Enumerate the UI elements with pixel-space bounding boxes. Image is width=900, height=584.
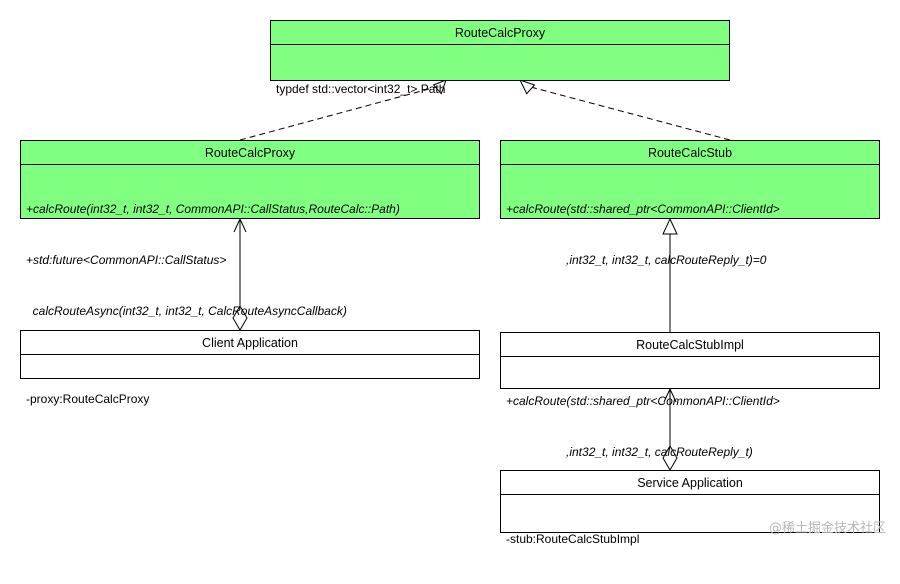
member-proxy: -proxy:RouteCalcProxy bbox=[26, 392, 150, 406]
hollow-triangle-arrowhead bbox=[432, 79, 447, 95]
class-members: typdef std::vector<int32_t> Path bbox=[271, 45, 729, 134]
class-routecalcstubimpl: RouteCalcStubImpl +calcRoute(std::shared… bbox=[500, 332, 880, 459]
class-service-application: Service Application -stub:RouteCalcStubI… bbox=[500, 470, 880, 546]
member-typedef: typdef std::vector<int32_t> Path bbox=[276, 82, 446, 96]
member-calcroute-cont: ,int32_t, int32_t, calcRouteReply_t)=0 bbox=[506, 253, 767, 267]
class-name: Service Application bbox=[501, 471, 879, 495]
class-members: +calcRoute(std::shared_ptr<CommonAPI::Cl… bbox=[501, 165, 879, 305]
class-members: +calcRoute(std::shared_ptr<CommonAPI::Cl… bbox=[501, 357, 879, 497]
open-arrowhead bbox=[663, 387, 677, 403]
member-calcroute-cont: ,int32_t, int32_t, calcRouteReply_t) bbox=[506, 445, 753, 459]
class-members: +calcRoute(int32_t, int32_t, CommonAPI::… bbox=[21, 165, 479, 356]
uml-class-diagram: RouteCalcProxy typdef std::vector<int32_… bbox=[20, 20, 886, 546]
class-members: -stub:RouteCalcStubImpl bbox=[501, 495, 879, 584]
hollow-triangle-arrowhead bbox=[519, 79, 536, 95]
member-future: +std:future<CommonAPI::CallStatus> bbox=[26, 253, 227, 267]
member-calcroute: +calcRoute(int32_t, int32_t, CommonAPI::… bbox=[26, 202, 400, 216]
hollow-triangle-arrowhead bbox=[662, 217, 678, 235]
realization-line-stub bbox=[526, 85, 731, 141]
watermark-text: @稀土掘金技术社区 bbox=[768, 521, 886, 536]
class-name: Client Application bbox=[21, 331, 479, 355]
member-calcrouteasync: calcRouteAsync(int32_t, int32_t, CalcRou… bbox=[26, 304, 347, 318]
class-name: RouteCalcProxy bbox=[271, 21, 729, 45]
class-routecalcproxy: RouteCalcProxy +calcRoute(int32_t, int32… bbox=[20, 140, 480, 318]
class-name: RouteCalcProxy bbox=[21, 141, 479, 165]
class-name: RouteCalcStub bbox=[501, 141, 879, 165]
member-calcroute: +calcRoute(std::shared_ptr<CommonAPI::Cl… bbox=[506, 202, 780, 216]
relationship-lines bbox=[232, 79, 731, 471]
class-routecalcstub: RouteCalcStub +calcRoute(std::shared_ptr… bbox=[500, 140, 880, 267]
open-arrowhead bbox=[233, 217, 247, 233]
class-client-application: Client Application -proxy:RouteCalcProxy bbox=[20, 330, 480, 406]
class-members: -proxy:RouteCalcProxy bbox=[21, 355, 479, 444]
class-routecalcproxy-base: RouteCalcProxy typdef std::vector<int32_… bbox=[270, 20, 730, 96]
class-name: RouteCalcStubImpl bbox=[501, 333, 879, 357]
member-calcroute: +calcRoute(std::shared_ptr<CommonAPI::Cl… bbox=[506, 394, 780, 408]
member-stub: -stub:RouteCalcStubImpl bbox=[506, 532, 640, 546]
realization-line-proxy bbox=[239, 85, 441, 141]
